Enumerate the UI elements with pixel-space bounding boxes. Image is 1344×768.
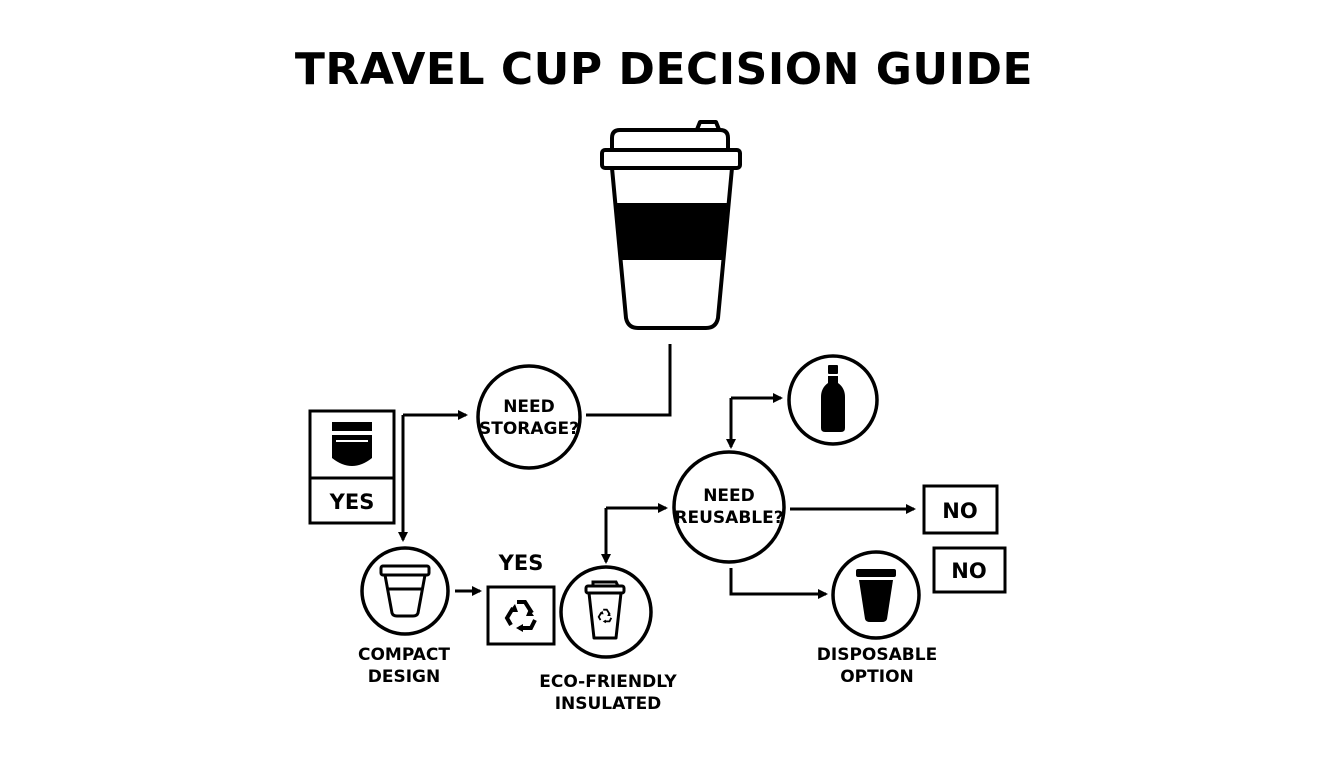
no-box-top: NO — [922, 484, 999, 535]
connectors — [398, 344, 916, 599]
yes-pocket-label: YES — [329, 490, 375, 514]
pocket-icon — [332, 422, 372, 466]
disposable-cup-icon — [856, 569, 896, 622]
no-box-bottom: NO — [932, 546, 1007, 594]
reusable-line1: NEED — [703, 486, 755, 506]
no-bottom-label: NO — [951, 559, 986, 583]
bottle-node — [787, 354, 879, 446]
eco-friendly-node — [559, 565, 653, 659]
reusable-line2: REUSABLE? — [674, 508, 783, 528]
page-title: TRAVEL CUP DECISION GUIDE — [295, 44, 1033, 95]
recycle-icon — [504, 600, 537, 632]
storage-line1: NEED — [503, 397, 555, 417]
compact-line2: DESIGN — [368, 667, 440, 687]
compact-design-node — [360, 546, 450, 636]
eco-line2: INSULATED — [555, 694, 662, 714]
yes-label: YES — [498, 551, 544, 575]
cup-icon — [379, 564, 431, 618]
disposable-line1: DISPOSABLE — [817, 645, 937, 665]
decision-need-reusable: NEED REUSABLE? — [672, 450, 786, 564]
disposable-node — [831, 550, 921, 640]
storage-line2: STORAGE? — [479, 419, 579, 439]
recycle-box — [486, 585, 556, 646]
coffee-cup-icon — [600, 120, 742, 330]
bottle-icon — [821, 365, 845, 432]
recycle-bin-cup-icon — [584, 580, 626, 640]
compact-line1: COMPACT — [358, 645, 450, 665]
decision-need-storage: NEED STORAGE? — [476, 364, 582, 470]
eco-line1: ECO-FRIENDLY — [539, 672, 677, 692]
no-top-label: NO — [942, 499, 977, 523]
disposable-line2: OPTION — [840, 667, 914, 687]
yes-pocket-box: YES — [308, 409, 396, 525]
